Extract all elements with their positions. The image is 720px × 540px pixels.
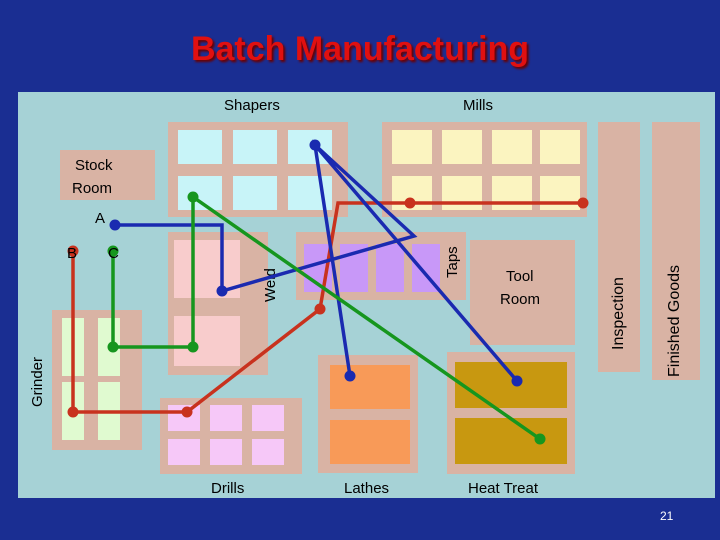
slide-title: Batch Manufacturing	[190, 30, 530, 68]
weld-machine	[174, 316, 240, 366]
route-c-line	[111, 193, 542, 441]
stock-room-area	[60, 150, 155, 200]
route-c-node	[187, 191, 199, 203]
finished-goods-area	[652, 122, 700, 380]
tool-room-area	[470, 240, 575, 345]
drill-machine	[252, 439, 284, 465]
route-c-label: C	[108, 245, 119, 262]
heat-treat-machine	[455, 362, 567, 408]
drill-machine	[210, 405, 242, 431]
heat-treat-machine	[455, 418, 567, 464]
lathe-machine	[330, 420, 410, 464]
shaper-machine	[178, 130, 222, 164]
route-b-node	[314, 303, 326, 315]
mill-machine	[442, 130, 482, 164]
page-number: 21	[660, 509, 674, 523]
route-b-node	[404, 197, 416, 209]
mill-machine	[492, 130, 532, 164]
heat-treat-label: Heat Treat	[468, 480, 539, 497]
mills-label: Mills	[463, 97, 493, 114]
tool-room-label-line1: Tool	[506, 268, 534, 285]
route-c-node	[534, 433, 546, 445]
route-a-node	[344, 370, 356, 382]
route-b-node	[577, 197, 589, 209]
lathes-label: Lathes	[344, 480, 390, 497]
shaper-machine	[233, 176, 277, 210]
route-c-node	[107, 341, 119, 353]
route-a-line	[115, 139, 519, 383]
stock-room-label-line1: Stock	[75, 157, 113, 174]
route-b-node	[67, 245, 79, 257]
route-c-node	[187, 341, 199, 353]
route-a-label: A	[95, 210, 106, 227]
route-a-node	[216, 285, 228, 297]
stock-room-label-line2: Room	[72, 180, 113, 197]
tool-room-label-line2: Room	[500, 291, 541, 308]
route-b-node	[181, 406, 193, 418]
route-b-node	[67, 406, 79, 418]
shaper-machine	[178, 176, 222, 210]
route-c-node	[107, 245, 119, 257]
route-b-label: B	[67, 245, 78, 262]
mill-machine	[540, 130, 580, 164]
route-a-node	[511, 375, 523, 387]
inspection-area	[598, 122, 640, 372]
shapers-label: Shapers	[224, 97, 280, 114]
mill-machine	[392, 130, 432, 164]
tap-machine	[376, 244, 404, 292]
drill-machine	[252, 405, 284, 431]
drill-machine	[210, 439, 242, 465]
route-a-node	[109, 219, 121, 231]
shaper-machine	[233, 130, 277, 164]
lathe-machine	[330, 365, 410, 409]
drills-label: Drills	[211, 480, 245, 497]
route-a-node	[309, 139, 321, 151]
drill-machine	[168, 439, 200, 465]
